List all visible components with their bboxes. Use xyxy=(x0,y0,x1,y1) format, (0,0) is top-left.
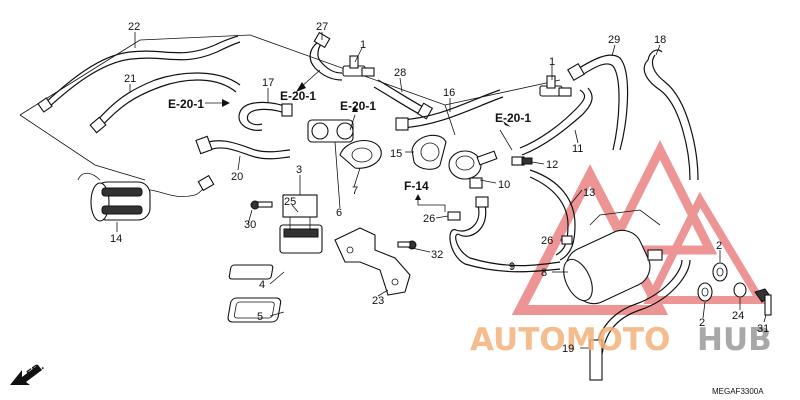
f14-arrow xyxy=(415,194,446,212)
hose-29 xyxy=(567,54,629,151)
seal-5 xyxy=(227,297,282,323)
label-21: 21 xyxy=(124,73,136,85)
hose-19 xyxy=(589,259,691,381)
ref-e20-1-c: E-20-1 xyxy=(340,99,376,113)
grommet-2-upper xyxy=(712,262,728,282)
clip-26-lower xyxy=(561,235,573,245)
label-26-upper: 26 xyxy=(423,213,435,225)
canister-14 xyxy=(77,172,215,222)
hose-9 xyxy=(449,196,561,273)
bolt-32 xyxy=(397,240,417,250)
clip-26-upper xyxy=(447,211,461,221)
hose-18 xyxy=(643,49,699,181)
joint-1-right xyxy=(539,75,572,97)
label-31: 31 xyxy=(757,323,769,335)
bracket-23 xyxy=(334,227,411,296)
nipple-12 xyxy=(511,156,533,166)
label-9: 9 xyxy=(509,261,515,273)
label-20: 20 xyxy=(231,171,243,183)
bolt-31 xyxy=(754,288,772,316)
label-19: 19 xyxy=(562,343,574,355)
e20-arrows xyxy=(205,69,513,151)
label-1-left: 1 xyxy=(360,39,366,51)
hose-20 xyxy=(195,135,291,160)
collar-24 xyxy=(733,282,747,298)
hose-17 xyxy=(238,101,293,131)
label-27: 27 xyxy=(316,21,328,33)
hose-21 xyxy=(89,72,241,134)
grommet-2-lower xyxy=(697,282,713,302)
label-24: 24 xyxy=(732,310,744,322)
reference-labels: E-20-1 E-20-1 E-20-1 E-20-1 F-14 xyxy=(168,89,531,193)
label-17: 17 xyxy=(262,77,274,89)
canister-8 xyxy=(563,209,663,305)
label-11: 11 xyxy=(572,143,583,155)
clamp-15 xyxy=(411,134,447,170)
ref-e20-1-a: E-20-1 xyxy=(168,97,204,111)
label-16: 16 xyxy=(443,87,455,99)
hose-11 xyxy=(519,87,593,156)
watermark-text: AUTOMOTO HUB xyxy=(470,322,772,358)
label-26-lower: 26 xyxy=(541,235,553,247)
label-6: 6 xyxy=(336,207,342,219)
ref-e20-1-d: E-20-1 xyxy=(495,111,531,125)
sensor-10 xyxy=(448,150,498,189)
label-25: 25 xyxy=(284,196,296,208)
label-7: 7 xyxy=(352,185,358,197)
part-number-labels: 22 21 27 1 28 17 16 1 29 18 20 3 25 7 6 … xyxy=(110,21,769,355)
joint-1-left xyxy=(342,55,375,77)
valve-6 xyxy=(307,119,354,143)
ref-e20-1-b: E-20-1 xyxy=(280,89,316,103)
watermark-auto-text: AUTOMOTO xyxy=(470,322,670,358)
drawing-code: MEGAF3300A xyxy=(712,387,764,396)
ring-7 xyxy=(339,139,382,169)
hose-22 xyxy=(37,35,241,113)
label-29: 29 xyxy=(608,34,620,46)
label-22: 22 xyxy=(128,21,140,33)
watermark-logo xyxy=(511,139,768,315)
label-30: 30 xyxy=(244,219,256,231)
hose-16 xyxy=(395,89,504,131)
label-14: 14 xyxy=(110,233,122,245)
bolt-30 xyxy=(250,200,273,210)
hose-27 xyxy=(309,31,343,81)
leader-lines xyxy=(116,32,767,349)
hose-13 xyxy=(529,169,576,261)
label-32: 32 xyxy=(431,249,443,261)
valve-3 xyxy=(279,194,323,254)
ref-f14: F-14 xyxy=(404,179,429,193)
label-23: 23 xyxy=(372,295,384,307)
label-3: 3 xyxy=(296,164,302,176)
label-2-upper: 2 xyxy=(716,240,722,252)
label-28: 28 xyxy=(394,67,406,79)
label-2-lower: 2 xyxy=(699,317,705,329)
label-15: 15 xyxy=(390,148,402,160)
hose-28 xyxy=(373,79,434,120)
front-arrow-icon xyxy=(10,365,42,385)
label-5: 5 xyxy=(257,311,263,323)
label-12: 12 xyxy=(546,159,558,171)
label-13: 13 xyxy=(583,187,595,199)
label-4: 4 xyxy=(259,279,265,291)
label-10: 10 xyxy=(498,179,510,191)
watermark-hub-text: HUB xyxy=(697,322,772,358)
label-1-right: 1 xyxy=(549,56,555,68)
label-18: 18 xyxy=(654,34,666,46)
label-8: 8 xyxy=(541,267,547,279)
pad-4 xyxy=(228,264,274,280)
